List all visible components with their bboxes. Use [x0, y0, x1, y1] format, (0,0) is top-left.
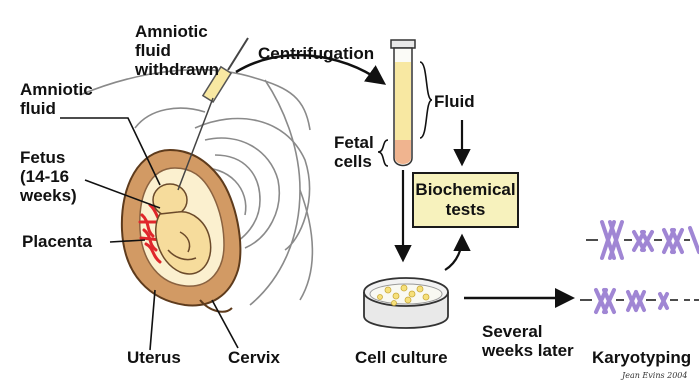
cervix-label: Cervix: [228, 348, 280, 367]
centrifugation-label: Centrifugation: [258, 44, 374, 63]
several-weeks-later-label: Several weeks later: [482, 322, 574, 360]
culture-to-tests-arrow: [445, 238, 462, 270]
fluid-label: Fluid: [434, 92, 475, 111]
test-tube: [391, 40, 415, 166]
amniotic-fluid-label: Amniotic fluid: [20, 80, 93, 118]
cell-culture-label: Cell culture: [355, 348, 448, 367]
amniotic-fluid-withdrawn-label: Amniotic fluid withdrawn: [135, 22, 219, 79]
karyotype-row-2: [596, 290, 667, 312]
fetus-label: Fetus (14-16 weeks): [20, 148, 77, 205]
karyotyping-label: Karyotyping: [592, 348, 691, 367]
fluid-brace: [420, 62, 432, 138]
fetal-cells-brace: [378, 140, 388, 166]
biochemical-tests-label: Biochemical tests: [415, 180, 515, 220]
placenta-label: Placenta: [22, 232, 92, 251]
fetal-cells-label: Fetal cells: [334, 133, 374, 171]
artist-credit: Jean Evins 2004: [622, 371, 687, 380]
biochemical-tests-box: Biochemical tests: [412, 172, 519, 228]
petri-dish: [364, 278, 448, 328]
uterus-label: Uterus: [127, 348, 181, 367]
